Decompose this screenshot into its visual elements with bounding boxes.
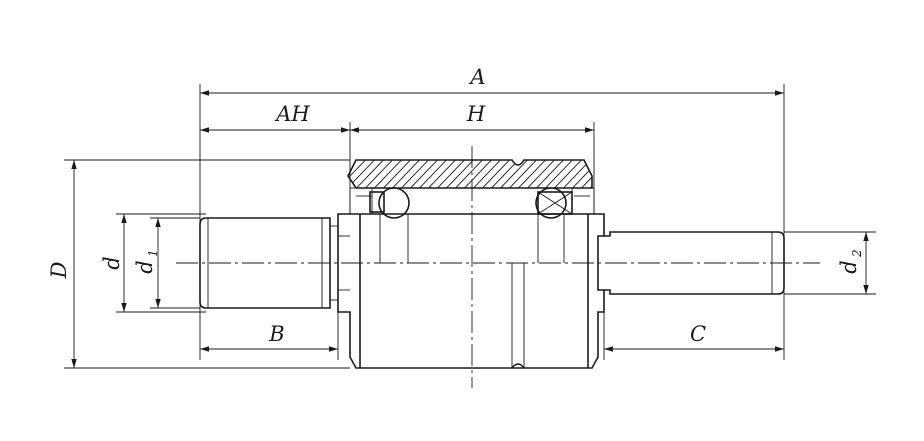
label-H: H — [466, 102, 486, 126]
extension-lines — [64, 84, 876, 369]
dimension-d2: d 2 — [837, 232, 869, 294]
left-ball — [369, 187, 410, 219]
dimension-H: H — [350, 102, 594, 133]
label-A: A — [468, 65, 485, 89]
label-D: D — [47, 261, 71, 279]
label-AH: AH — [274, 102, 310, 126]
label-d2: d — [837, 260, 861, 273]
outer-ring — [347, 159, 595, 215]
label-d2-subscript: 2 — [850, 249, 864, 258]
shaft-body — [337, 213, 605, 369]
dimension-C: C — [604, 322, 784, 352]
dimension-AH: AH — [200, 102, 350, 133]
label-B: B — [268, 322, 284, 346]
label-d1: d — [133, 260, 157, 273]
dimension-d1: d 1 — [133, 218, 161, 308]
dimension-B: B — [200, 322, 338, 352]
dimension-D: D — [47, 160, 77, 368]
label-d: d — [100, 256, 124, 269]
dimension-A: A — [200, 65, 784, 96]
label-d1-subscript: 1 — [146, 249, 160, 257]
label-C: C — [690, 322, 706, 346]
dimension-d: d — [100, 214, 127, 312]
